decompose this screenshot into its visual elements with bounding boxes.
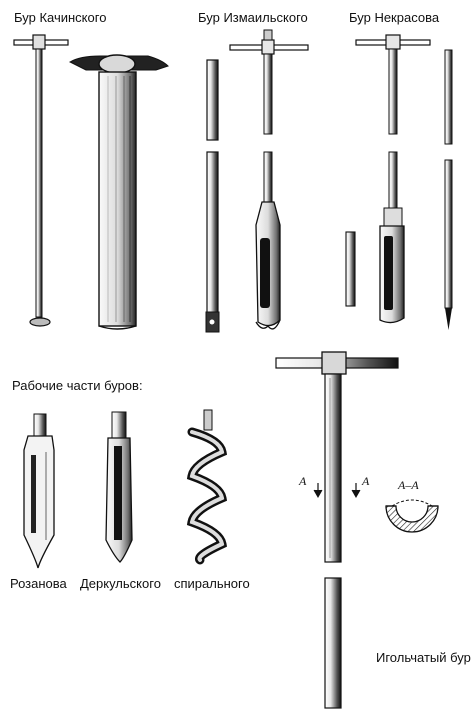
label-needle: Игольчатый бур bbox=[376, 650, 471, 665]
section-title: A–A bbox=[398, 478, 419, 492]
nekrasov-drill bbox=[355, 34, 431, 324]
kachinsky-drill-tube bbox=[68, 54, 169, 330]
nekrasov-short-rod bbox=[345, 231, 356, 307]
label-izmailsky: Бур Измаильского bbox=[198, 10, 308, 25]
label-kachinsky: Бур Качинского bbox=[14, 10, 107, 25]
needle-drill bbox=[275, 351, 399, 709]
label-working-parts: Рабочие части буров: bbox=[12, 378, 143, 393]
section-mark-right: A bbox=[362, 474, 370, 488]
label-nekrasov: Бур Некрасова bbox=[349, 10, 440, 25]
section-a-a bbox=[385, 499, 439, 533]
rozanov-working-part bbox=[23, 413, 55, 569]
spiral-working-part bbox=[186, 409, 228, 565]
nekrasov-needle-rod bbox=[444, 49, 453, 330]
derkulsky-working-part bbox=[105, 411, 133, 563]
label-rozanov: Розанова bbox=[10, 576, 67, 591]
label-derkulsky: Деркульского bbox=[80, 576, 161, 591]
kachinsky-drill-rod bbox=[13, 34, 69, 327]
izmailsky-drill bbox=[229, 29, 309, 330]
izmailsky-extension-rod bbox=[205, 59, 220, 333]
section-mark-left: A bbox=[299, 474, 307, 488]
label-spiral: спирального bbox=[174, 576, 250, 591]
